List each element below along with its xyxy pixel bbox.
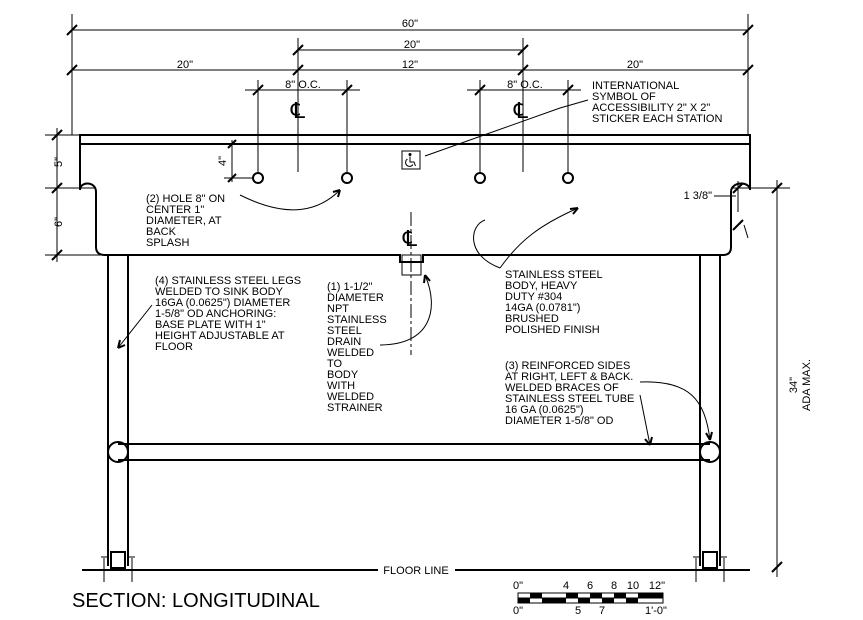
note-sides: (3) REINFORCED SIDES AT RIGHT, LEFT & BA… (505, 360, 637, 427)
scale-top-6: 6 (587, 580, 593, 592)
leader-lines (117, 99, 713, 446)
scale-bar: 0" 4 6 8 10 12" 0" 5 7 1'-0" (513, 580, 667, 617)
dimension-row-widths: 20" 12" 20" (66, 59, 754, 76)
brace-tube-left (107, 441, 129, 463)
scale-top-4: 4 (563, 580, 569, 592)
floor-line: FLOOR LINE (82, 565, 750, 577)
dimension-hole-height: 4" (217, 139, 252, 183)
dimension-overall-height: 34" ADA MAX. (771, 180, 813, 577)
hole-3 (474, 172, 486, 184)
bowl-depth-label: 6" (53, 217, 65, 227)
dimension-rim-radius: 1 3/8" (684, 181, 790, 239)
scale-top-8: 8 (611, 580, 617, 592)
scale-top-12: 12" (649, 580, 665, 592)
scale-bottom-7: 7 (599, 605, 605, 617)
right-width-label: 20" (627, 59, 643, 71)
scale-top-10: 10 (627, 580, 639, 592)
drawing-title: SECTION: LONGITUDINAL (72, 590, 320, 612)
centerline-symbol-left: ℄ (290, 98, 306, 123)
note-drain: (1) 1-1/2" DIAMETER NPT STAINLESS STEEL … (327, 281, 390, 414)
hole-height-label: 4" (217, 156, 229, 166)
foot-left (100, 551, 136, 582)
scale-bottom-0: 0" (513, 605, 523, 617)
centerline-symbol-drain: ℄ (402, 226, 418, 251)
hole-spacing-right-label: 8" O.C. (507, 79, 543, 91)
dimension-overall-width: 60" (66, 14, 754, 135)
dimension-center-span: 20" (292, 38, 529, 172)
overall-width-label: 60" (402, 18, 418, 30)
foot-right (692, 551, 728, 582)
center-spacing-label: 12" (402, 59, 418, 71)
scale-bottom-1ft: 1'-0" (645, 605, 667, 617)
note-holes: (2) HOLE 8" ON CENTER 1" DIAMETER, AT BA… (146, 193, 228, 249)
scale-top-0: 0" (513, 580, 523, 592)
hole-4 (562, 172, 574, 184)
hole-1 (252, 172, 264, 184)
accessibility-icon (401, 150, 421, 170)
floor-line-label: FLOOR LINE (383, 565, 448, 577)
legs-frame (107, 255, 721, 566)
overall-height-label: 34" (788, 377, 800, 393)
centerline-symbol-right: ℄ (513, 98, 529, 123)
center-span-label: 20" (404, 39, 420, 51)
overall-height-note: ADA MAX. (801, 359, 813, 411)
dimension-left-heights: 5" 6" (45, 128, 105, 262)
brace-tube-right (699, 441, 721, 463)
splash-height-label: 5" (53, 157, 65, 167)
hole-spacing-left-label: 8" O.C. (285, 79, 321, 91)
rim-radius-label: 1 3/8" (684, 190, 712, 202)
note-legs: (4) STAINLESS STEEL LEGS WELDED TO SINK … (155, 275, 304, 353)
note-body: STAINLESS STEEL BODY, HEAVY DUTY #304 14… (505, 269, 605, 336)
note-accessibility: INTERNATIONAL SYMBOL OF ACCESSIBILITY 2"… (592, 80, 722, 125)
scale-bottom-5: 5 (575, 605, 581, 617)
left-width-label: 20" (177, 59, 193, 71)
dimension-hole-spacing: 8" O.C. 8" O.C. (245, 79, 581, 172)
hole-2 (341, 172, 353, 184)
